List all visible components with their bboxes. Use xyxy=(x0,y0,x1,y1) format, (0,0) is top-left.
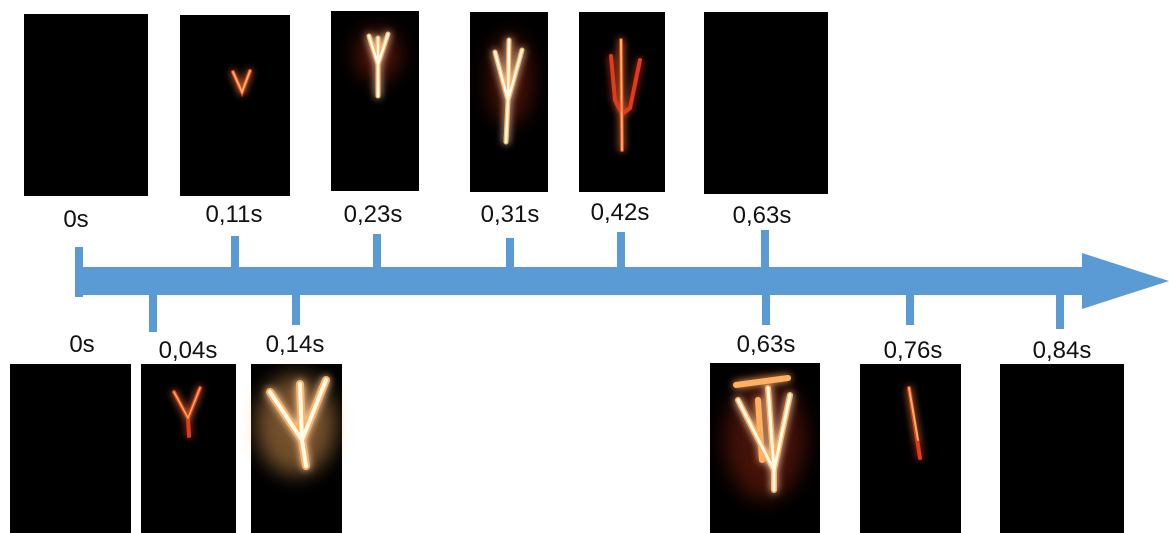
time-label: 0,31s xyxy=(481,201,540,228)
spark-glow xyxy=(172,386,202,438)
bottom-frame-0: 0s xyxy=(10,331,131,533)
spark-glow xyxy=(733,375,793,493)
video-frame xyxy=(10,364,131,533)
bottom-frame-2: 0,14s xyxy=(251,295,342,533)
time-label: 0,11s xyxy=(206,201,263,228)
bottom-row: 0s 0,04s 0,14s xyxy=(10,295,1124,533)
top-frame-3: 0,31s xyxy=(470,12,548,268)
time-label: 0,76s xyxy=(884,337,943,364)
time-tick xyxy=(1056,295,1064,329)
time-label: 0,23s xyxy=(344,201,403,228)
bottom-frame-5: 0,84s xyxy=(1000,295,1124,533)
time-tick xyxy=(506,238,514,268)
top-row: 0s 0,11s 0,23s xyxy=(24,11,828,268)
time-tick xyxy=(231,236,239,268)
time-label: 0,14s xyxy=(266,331,325,358)
time-tick xyxy=(761,230,769,268)
time-label: 0,42s xyxy=(591,199,650,226)
top-frame-1: 0,11s xyxy=(180,15,290,268)
spark-glow xyxy=(907,386,922,460)
time-tick xyxy=(149,295,157,332)
bottom-frame-3: 0,63s xyxy=(710,295,820,533)
timeline-arrow-head xyxy=(1082,253,1169,309)
top-frame-0: 0s xyxy=(24,14,148,233)
time-tick xyxy=(617,232,625,268)
time-label: 0s xyxy=(69,331,94,358)
time-label: 0,04s xyxy=(159,337,218,364)
bottom-frame-1: 0,04s xyxy=(141,295,236,533)
time-tick xyxy=(906,295,914,325)
time-label: 0,63s xyxy=(737,331,796,358)
top-frame-5: 0,63s xyxy=(704,12,828,268)
video-frame xyxy=(24,14,148,196)
timeline-start-marker xyxy=(75,247,83,297)
time-tick xyxy=(373,234,381,268)
time-label: 0,63s xyxy=(733,202,792,229)
video-frame xyxy=(704,12,828,194)
video-frame xyxy=(141,364,236,533)
video-frame xyxy=(1000,364,1124,533)
spark-glow xyxy=(231,69,252,98)
spark-glow xyxy=(366,31,391,99)
time-tick xyxy=(762,295,770,325)
time-label: 0,84s xyxy=(1033,337,1092,364)
time-label: 0s xyxy=(63,206,88,233)
video-frame xyxy=(180,15,290,196)
spark-glow xyxy=(492,37,525,145)
bottom-frame-4: 0,76s xyxy=(860,295,961,533)
spark-glow xyxy=(266,376,330,470)
spark-glow xyxy=(609,38,642,152)
time-tick xyxy=(292,295,300,325)
top-frame-2: 0,23s xyxy=(331,11,419,268)
timeline-arrow-shaft xyxy=(76,267,1088,295)
top-frame-4: 0,42s xyxy=(579,12,665,268)
timeline-arrow xyxy=(75,247,1169,309)
